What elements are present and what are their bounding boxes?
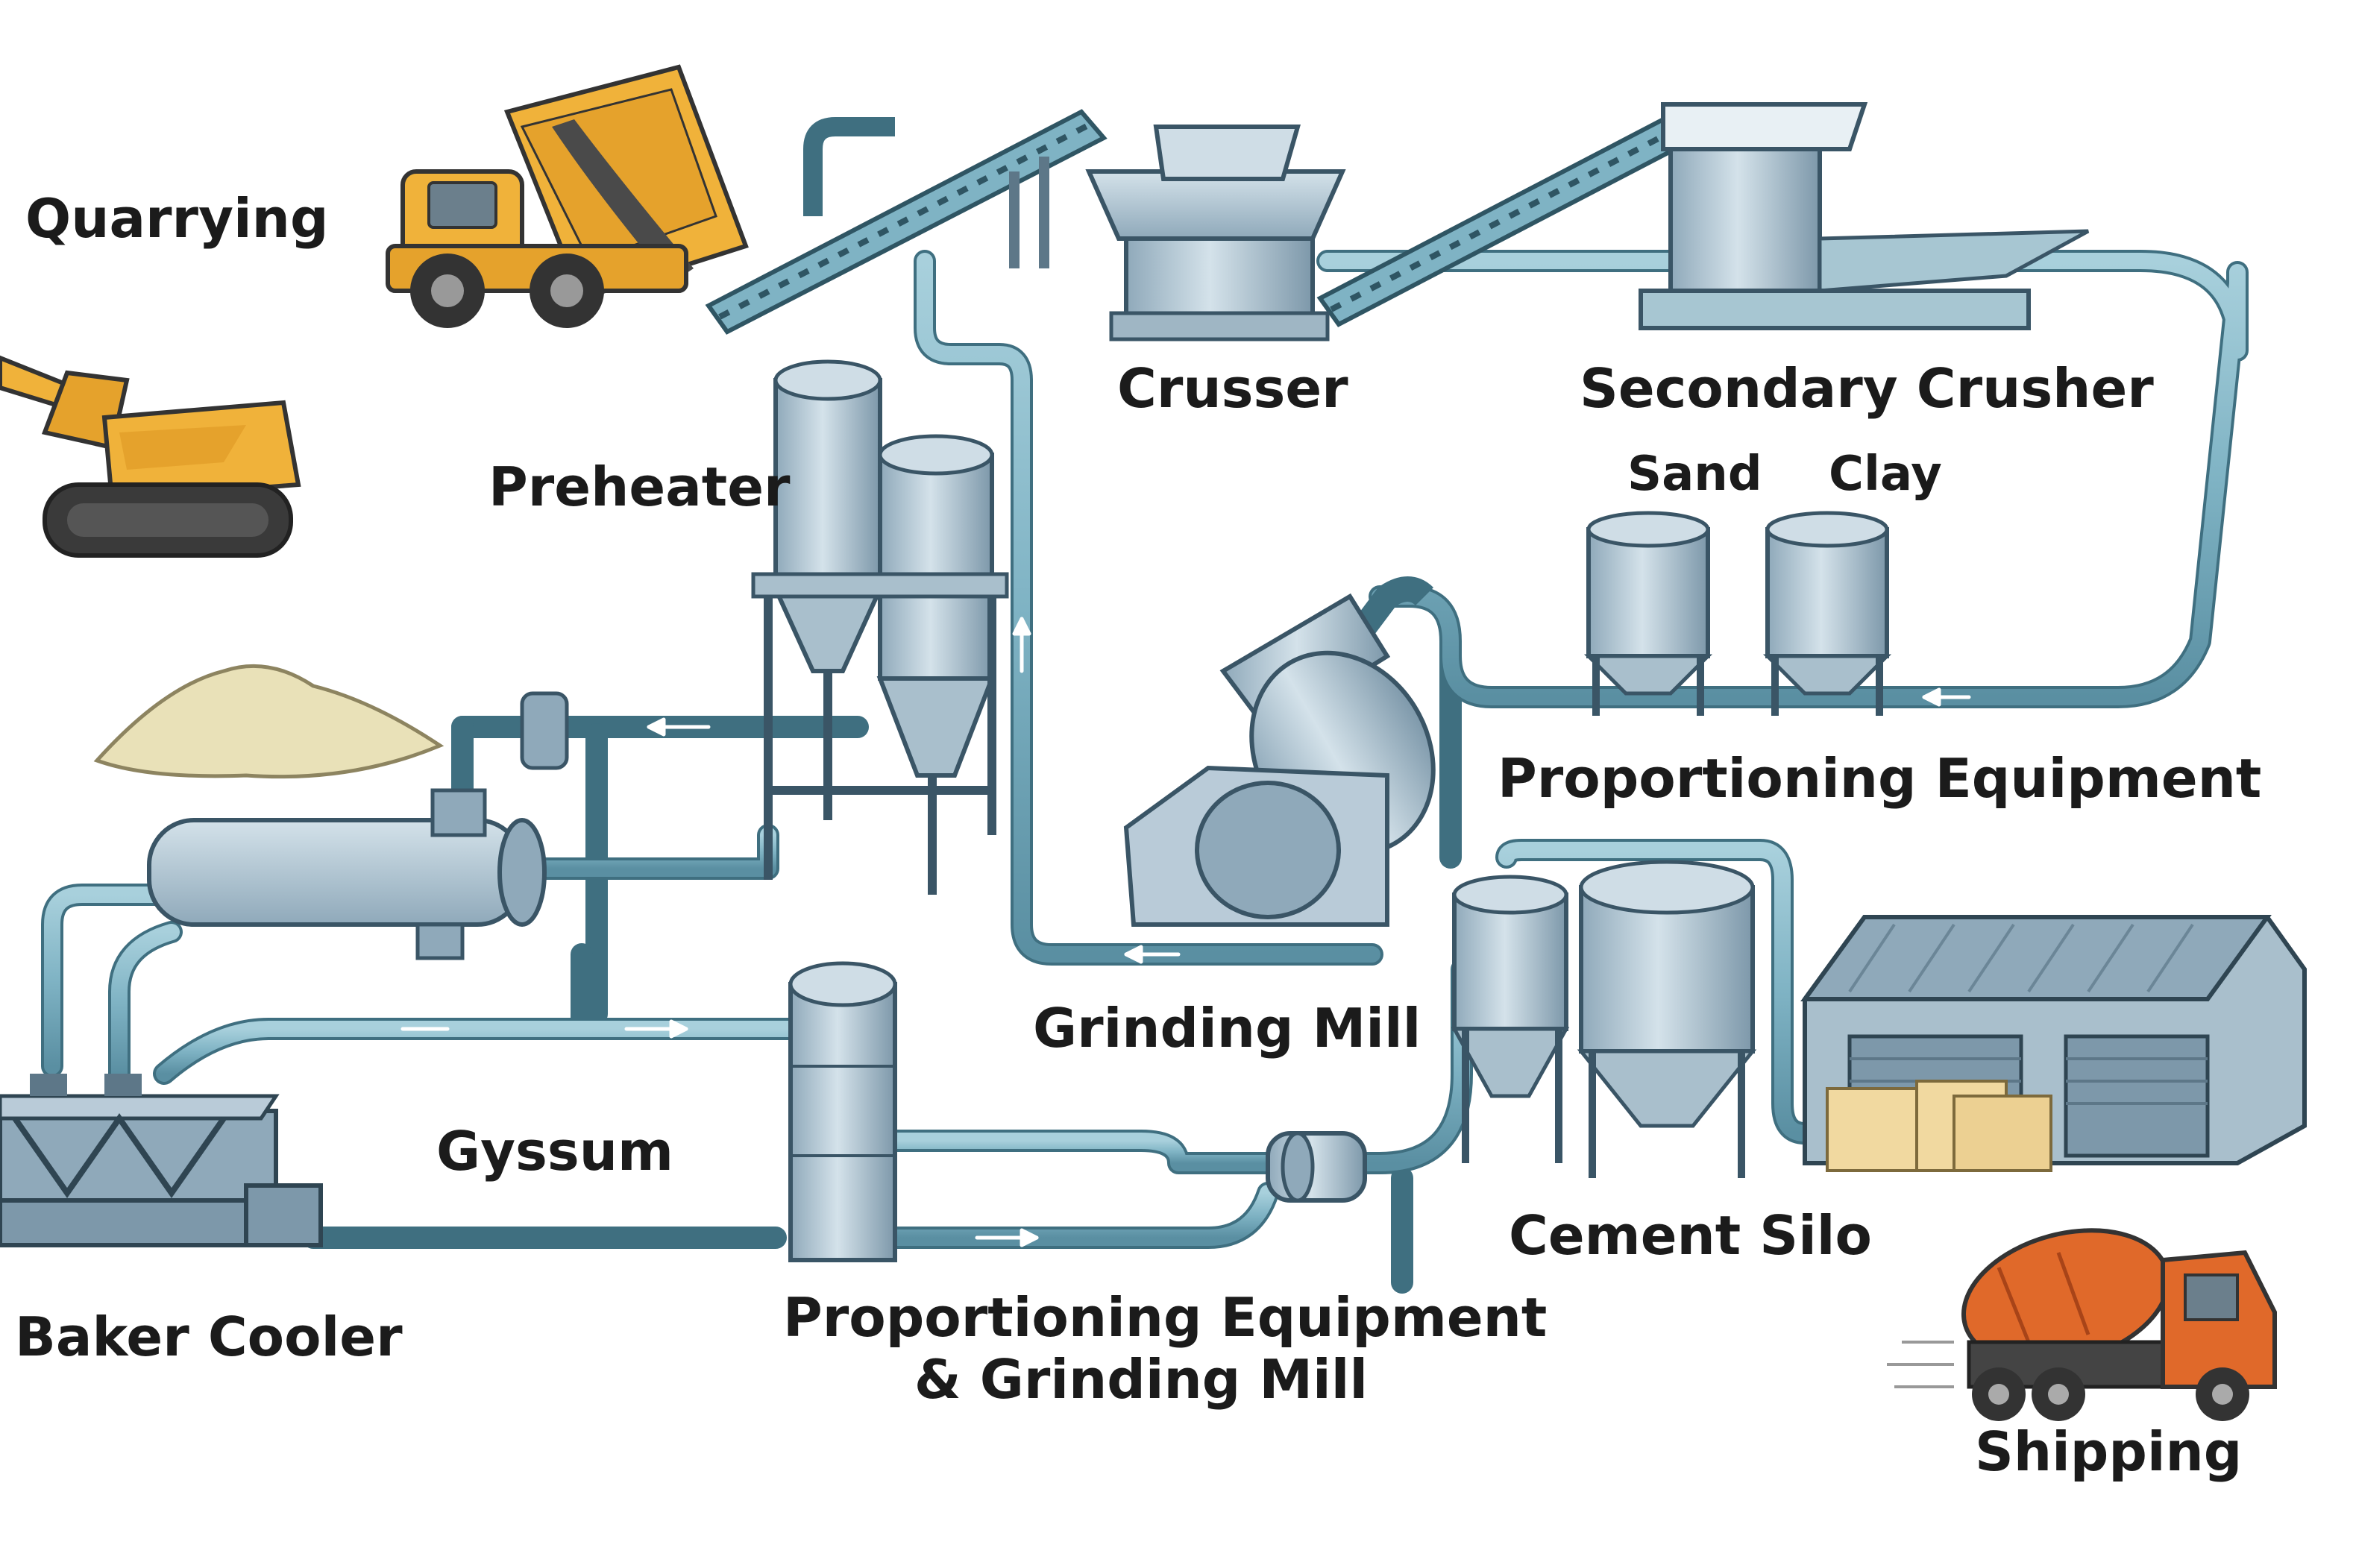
warehouse-icon [1800, 915, 2307, 1172]
ball-mill-icon [1123, 576, 1436, 927]
label-crusher: Crusser [1117, 357, 1348, 420]
dump-truck-icon [386, 64, 749, 328]
cement-silo-icon [1577, 860, 1757, 1178]
clinker-pile-icon [93, 664, 444, 779]
storage-silo-icon [1583, 511, 1713, 716]
label-proportioning-grinding-line2: & Grinding Mill [914, 1347, 1369, 1411]
cement-silo-icon [1451, 875, 1570, 1163]
secondary-crusher-icon [1639, 102, 2090, 330]
label-cement-silo: Cement Silo [1509, 1204, 1872, 1267]
label-preheater: Preheater [488, 456, 791, 518]
label-clay: Clay [1829, 447, 1942, 502]
mixer-truck-icon [1887, 1228, 2277, 1421]
excavator-icon [0, 355, 301, 558]
label-quarrying: Quarrying [25, 187, 329, 250]
label-grinding-mill: Grinding Mill [1033, 997, 1421, 1059]
label-secondary-crusher: Secondary Crusher [1580, 357, 2154, 420]
conveyor-icon [705, 109, 1108, 335]
crusher-icon [1085, 125, 1346, 341]
label-proportioning-grinding-line1: Proportioning Equipment [783, 1286, 1548, 1349]
label-gypsum: Gyssum [436, 1120, 674, 1183]
storage-silo-icon [1762, 511, 1892, 716]
storage-silo-icon [788, 961, 897, 1262]
preheater-tower-icon [751, 117, 1009, 895]
label-proportioning-grinding: Proportioning Equipment & Grinding Mill [783, 1286, 1548, 1411]
conveyor-icon [1316, 113, 1693, 327]
label-sand: Sand [1627, 447, 1762, 502]
ball-mill-icon [1266, 1131, 1367, 1203]
label-proportioning-equipment: Proportioning Equipment [1498, 747, 2262, 810]
label-shipping: Shipping [1975, 1420, 2243, 1483]
label-baker-cooler: Baker Cooler [15, 1306, 403, 1368]
cooler-icon [0, 1074, 323, 1247]
rotary-kiln-icon [147, 691, 569, 960]
